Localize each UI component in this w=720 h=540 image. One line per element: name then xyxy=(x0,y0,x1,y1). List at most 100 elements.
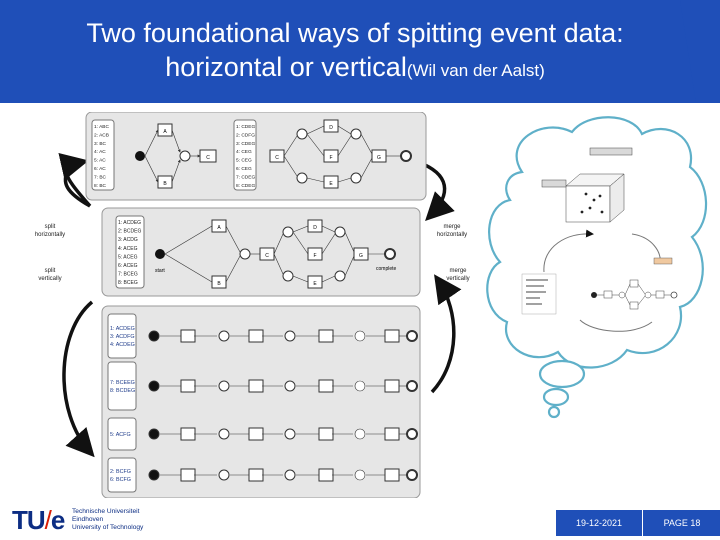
svg-text:B: B xyxy=(217,281,221,287)
title-main: Two foundational ways of spitting event … xyxy=(86,18,624,82)
cube-illustration xyxy=(541,147,633,223)
log-trace: 5: CEG xyxy=(236,158,252,164)
place xyxy=(354,469,366,481)
top-left-log-db xyxy=(91,119,115,191)
transition xyxy=(384,379,400,393)
transition xyxy=(248,379,264,393)
svg-text:G: G xyxy=(359,253,363,259)
svg-text:C: C xyxy=(206,155,210,161)
thought-cloud xyxy=(482,112,712,422)
log-trace: 8: BC xyxy=(94,183,107,189)
log-trace: 8: CDEG xyxy=(236,183,255,189)
merge-horizontal-arrow xyxy=(417,160,455,221)
log-trace: 4: ACEG xyxy=(118,246,138,252)
log-trace: 6: CEG xyxy=(236,166,252,172)
bottom-panel xyxy=(101,305,421,498)
place xyxy=(284,330,296,342)
svg-text:B: B xyxy=(163,181,167,187)
place xyxy=(148,330,160,342)
log-trace: 3: ACDG xyxy=(118,237,138,243)
svg-text:A: A xyxy=(163,129,167,135)
transition xyxy=(318,468,334,482)
logo-mark: TU/e xyxy=(12,505,65,535)
split-h-label-1: split xyxy=(45,224,56,230)
log-trace: 6: ACEG xyxy=(118,263,138,269)
transition xyxy=(180,379,196,393)
split-v-label-1: split xyxy=(45,268,56,274)
start-label: start xyxy=(155,268,165,274)
transition xyxy=(318,329,334,343)
place xyxy=(284,380,296,392)
log-trace: 2: BCDEG xyxy=(118,229,141,235)
place xyxy=(218,428,230,440)
merge-h-label-2: horizontally xyxy=(437,232,467,238)
log-trace: 1: ACDEG xyxy=(118,220,141,226)
slide-title: Two foundational ways of spitting event … xyxy=(30,16,680,88)
log-trace: 7: BCEG xyxy=(118,272,138,278)
svg-text:C: C xyxy=(275,155,279,161)
transition xyxy=(180,468,196,482)
split-vertical-arrow xyxy=(62,300,95,458)
middle-log-db xyxy=(115,215,145,289)
end-place xyxy=(406,428,418,440)
transition xyxy=(248,427,264,441)
top-right-log-db xyxy=(233,119,257,191)
place xyxy=(284,428,296,440)
merge-h-label-1: merge xyxy=(443,224,461,230)
split-v-label-2: vertically xyxy=(38,276,61,282)
log-trace: 8: BCEG xyxy=(118,280,138,286)
log-trace: 5: AC xyxy=(94,158,106,164)
log-trace: 2: CDFG xyxy=(236,132,255,138)
place xyxy=(218,380,230,392)
place xyxy=(218,469,230,481)
small-event-log xyxy=(521,273,557,315)
log-trace: 3: BC xyxy=(94,141,107,147)
log-trace: 7: BCEEG xyxy=(110,380,135,386)
svg-text:D: D xyxy=(329,125,333,131)
log-trace: 2: BCFG xyxy=(110,469,131,475)
slide-date: 19-12-2021 xyxy=(556,510,642,536)
title-bar: Two foundational ways of spitting event … xyxy=(0,0,720,103)
place xyxy=(354,380,366,392)
log-trace: 1: ACDEG xyxy=(110,326,135,332)
transition xyxy=(318,379,334,393)
page-number: PAGE 18 xyxy=(642,510,720,536)
svg-text:A: A xyxy=(217,225,221,231)
place xyxy=(354,428,366,440)
log-trace: 4: ACDEG xyxy=(110,342,135,348)
cloud-shape xyxy=(486,116,708,419)
transition xyxy=(318,427,334,441)
log-trace: 3: ACDFG xyxy=(110,334,135,340)
svg-text:F: F xyxy=(313,253,316,259)
log-trace: 6: BCFG xyxy=(110,477,131,483)
svg-text:G: G xyxy=(377,155,381,161)
title-citation: (Wil van der Aalst) xyxy=(406,61,545,80)
transition xyxy=(180,427,196,441)
log-trace: 3: CDEG xyxy=(236,141,255,147)
end-place xyxy=(406,380,418,392)
place xyxy=(148,469,160,481)
transition xyxy=(180,329,196,343)
place xyxy=(354,330,366,342)
vertical-log-db xyxy=(107,457,137,493)
svg-text:E: E xyxy=(329,181,333,187)
merge-v-label-2: vertically xyxy=(446,276,469,282)
start-place xyxy=(135,151,145,161)
log-trace: 1: ABC xyxy=(94,124,109,130)
merge-vertical-arrow xyxy=(430,274,462,394)
split-h-label-2: horizontally xyxy=(35,232,65,238)
place xyxy=(218,330,230,342)
vertical-log-db xyxy=(107,313,137,359)
log-trace: 7: CDEG xyxy=(236,174,255,180)
log-trace: 7: BC xyxy=(94,174,107,180)
svg-text:E: E xyxy=(313,281,317,287)
log-trace: 6: AC xyxy=(94,166,106,172)
vertical-log-db xyxy=(107,361,137,411)
place xyxy=(284,469,296,481)
transition xyxy=(248,468,264,482)
split-merge-figure: split horizontally split vertically merg… xyxy=(35,112,470,498)
